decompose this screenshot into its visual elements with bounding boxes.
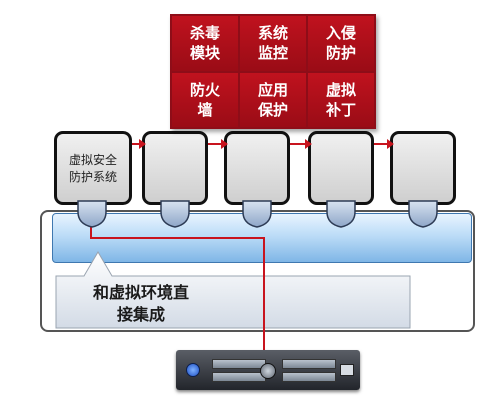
arrow-2 xyxy=(208,139,228,149)
vm-guest-3 xyxy=(308,131,374,205)
vm-guest-4 xyxy=(390,131,456,205)
drive-bay xyxy=(212,359,266,369)
module-intrusion-prevention: 入侵防护 xyxy=(308,16,374,71)
arrow-1 xyxy=(132,139,146,149)
vm-security-label: 虚拟安全 防护系统 xyxy=(57,152,129,186)
vm-label-line-1: 虚拟安全 xyxy=(68,153,117,167)
module-app-protection: 应用保护 xyxy=(240,72,306,127)
vm-security-appliance: 虚拟安全 防护系统 xyxy=(54,131,132,205)
callout-line-2: 接集成 xyxy=(116,305,165,324)
shield-icon xyxy=(408,200,438,228)
callout-text: 和虚拟环境直 接集成 xyxy=(66,282,216,326)
module-antivirus: 杀毒模块 xyxy=(172,16,238,71)
power-button xyxy=(260,363,276,379)
drive-bay xyxy=(282,372,336,382)
arrow-4 xyxy=(374,139,394,149)
callout-line-1: 和虚拟环境直 xyxy=(92,283,189,302)
shield-icon xyxy=(326,200,356,228)
shield-icon xyxy=(160,200,190,228)
shield-icon xyxy=(242,200,272,228)
integration-callout xyxy=(55,251,411,329)
module-firewall: 防火墙 xyxy=(172,72,238,127)
drive-bay xyxy=(212,372,266,382)
module-system-monitor: 系统监控 xyxy=(240,16,306,71)
arrow-3 xyxy=(290,139,312,149)
shield-icon xyxy=(77,200,107,228)
drive-bay xyxy=(282,359,336,369)
security-modules-grid: 杀毒模块 系统监控 入侵防护 防火墙 应用保护 虚拟补丁 xyxy=(170,14,376,129)
vm-label-line-2: 防护系统 xyxy=(68,170,117,184)
vm-guest-1 xyxy=(142,131,208,205)
server-icon xyxy=(176,350,360,390)
media-slot xyxy=(340,364,354,376)
module-virtual-patch: 虚拟补丁 xyxy=(308,72,374,127)
power-led xyxy=(186,363,200,377)
vm-guest-2 xyxy=(224,131,290,205)
